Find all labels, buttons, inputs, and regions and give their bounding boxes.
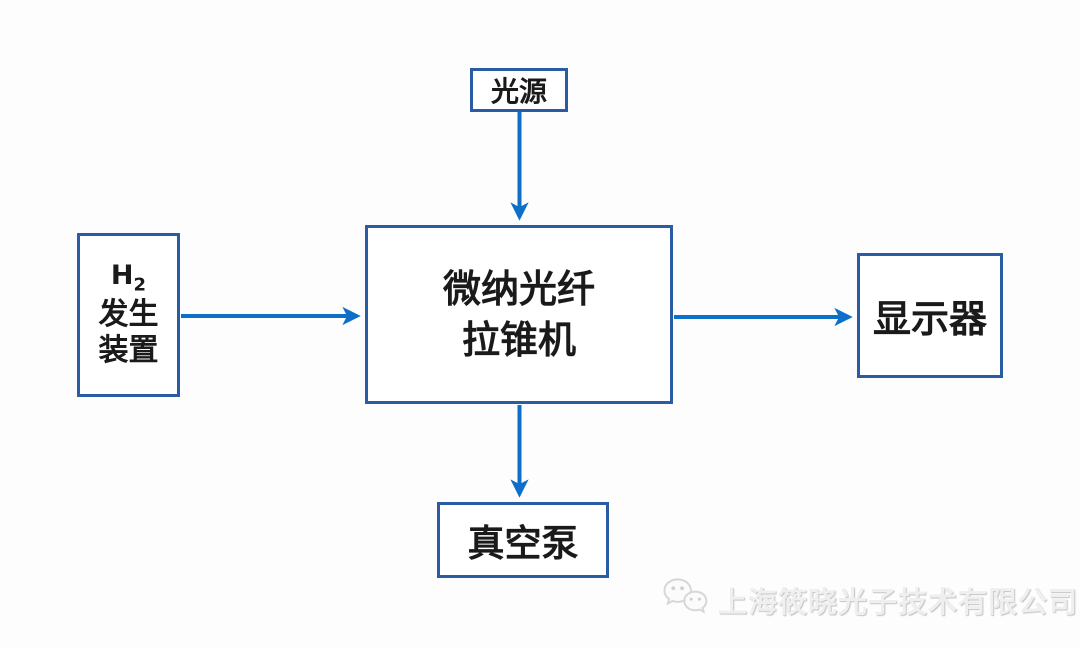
node-display: 显示器 (857, 253, 1003, 378)
node-vacuum-pump: 真空泵 (437, 502, 609, 578)
watermark-company-name: 上海筱晓光子技术有限公司 (718, 585, 1079, 619)
taper-machine-line2: 拉锥机 (461, 317, 576, 362)
display-label: 显示器 (872, 297, 987, 341)
node-light-source: 光源 (470, 68, 568, 112)
wechat-icon (662, 576, 709, 624)
h2-formula-base: H (110, 260, 134, 292)
watermark: 上海筱晓光子技术有限公司 (662, 574, 1078, 626)
vacuum-pump-label: 真空泵 (467, 522, 579, 565)
h2-generator-line2: 发生 (98, 296, 159, 332)
light-source-label: 光源 (490, 75, 547, 108)
node-taper-machine: 微纳光纤 拉锥机 (365, 225, 673, 404)
h2-formula: H2 (111, 260, 146, 296)
taper-machine-line1: 微纳光纤 (442, 267, 595, 312)
node-h2-generator: H2 发生 装置 (77, 233, 180, 397)
h2-generator-line3: 装置 (98, 333, 159, 369)
h2-formula-subscript: 2 (133, 274, 147, 296)
